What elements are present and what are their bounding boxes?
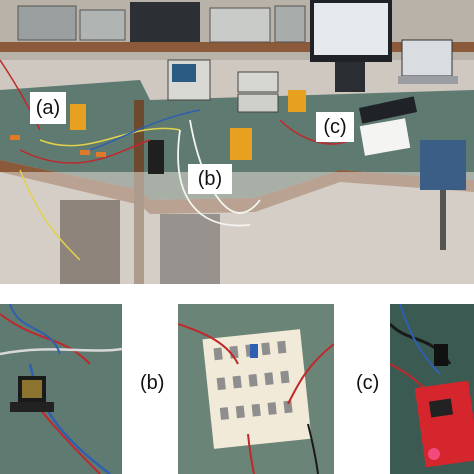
closeup-a-photo xyxy=(0,304,122,474)
closeup-b-breadboard-photo xyxy=(178,304,334,474)
label-a-top: (a) xyxy=(30,92,66,124)
closeup-c-board-photo xyxy=(390,304,474,474)
label-b-bottom: (b) xyxy=(140,372,165,394)
label-c-bottom: (c) xyxy=(356,372,380,394)
closeup-b-scene xyxy=(178,304,334,474)
label-b-top: (b) xyxy=(188,164,232,194)
lab-bench-photo: (a) (b) (c) xyxy=(0,0,474,284)
lab-bench-scene xyxy=(0,0,474,284)
closeup-a-scene xyxy=(0,304,122,474)
label-c-top: (c) xyxy=(316,112,354,142)
closeup-c-scene xyxy=(390,304,474,474)
